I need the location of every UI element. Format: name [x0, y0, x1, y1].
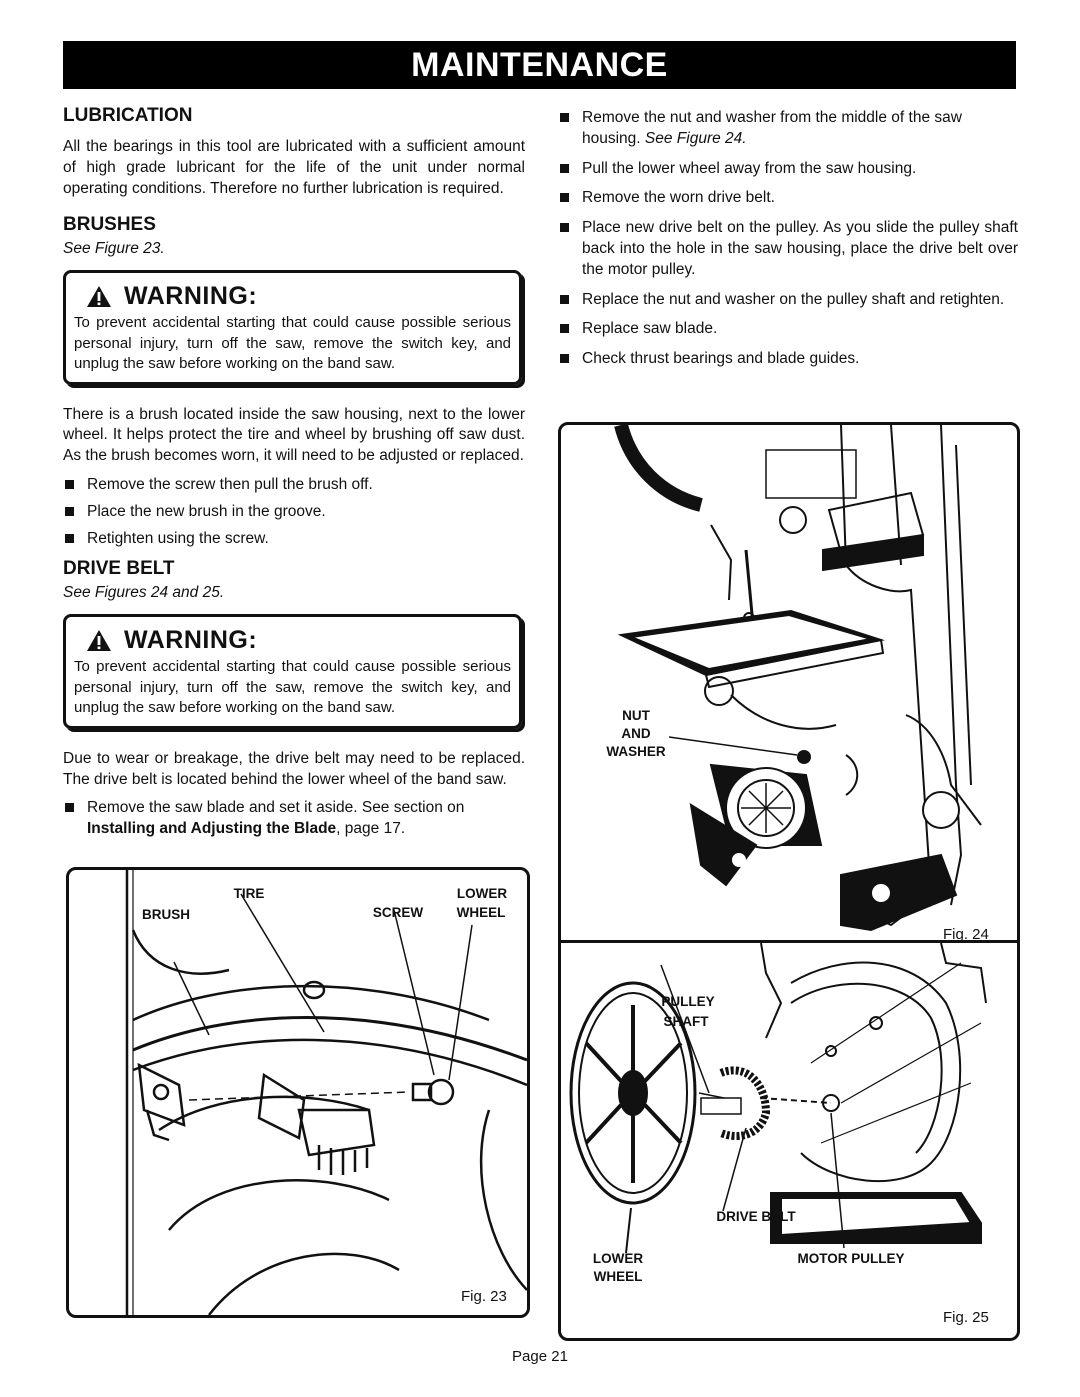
lubrication-heading: LUBRICATION: [63, 105, 193, 126]
brush-diagram: [125, 870, 527, 1315]
brushes-steps: Remove the screw then pull the brush off…: [63, 475, 525, 549]
band-saw-diagram: [614, 425, 982, 932]
list-item: Remove the nut and washer from the middl…: [558, 108, 1018, 150]
screw-label: SCREW: [372, 905, 424, 920]
warning-text: To prevent accidental starting that coul…: [74, 314, 511, 373]
list-item: Remove the worn drive belt.: [558, 188, 1018, 209]
figure-caption: Fig. 24: [943, 926, 989, 943]
right-column: Remove the nut and washer from the middl…: [558, 108, 1018, 370]
figure-25: PULLEY SHAFT DRIVE BELT LOWER WHEEL MOTO…: [558, 940, 1020, 1341]
drive-belt-label: DRIVE BELT: [716, 1209, 796, 1224]
drive-belt-see-figures: See Figures 24 and 25.: [63, 584, 225, 602]
figure-caption: Fig. 25: [943, 1309, 989, 1326]
lower-label: LOWER: [592, 1251, 644, 1266]
nut-label: NUT: [622, 708, 650, 723]
warning-triangle-icon: [87, 285, 111, 307]
drive-belt-steps-right: Remove the nut and washer from the middl…: [558, 108, 1018, 370]
lubrication-text: All the bearings in this tool are lubric…: [63, 138, 525, 197]
brushes-warning-box: WARNING: To prevent accidental starting …: [63, 270, 522, 385]
drive-belt-steps-left: Remove the saw blade and set it aside. S…: [63, 798, 525, 840]
tire-label: TIRE: [233, 886, 265, 901]
warning-text: To prevent accidental starting that coul…: [74, 658, 511, 717]
pulley-label: PULLEY: [661, 994, 715, 1009]
washer-label: WASHER: [606, 744, 666, 759]
brushes-text: There is a brush located inside the saw …: [63, 405, 525, 465]
drive-belt-heading: DRIVE BELT: [63, 558, 175, 580]
page-title: MAINTENANCE: [63, 41, 1016, 89]
figure-23: TIRE LOWER BRUSH SCREW WHEEL Fig. 23: [66, 867, 530, 1318]
wheel-label: WHEEL: [456, 905, 506, 920]
warning-title: WARNING:: [124, 281, 258, 310]
section-reference: Installing and Adjusting the Blade: [87, 820, 337, 838]
list-item: Replace saw blade.: [558, 319, 1018, 340]
list-item: Check thrust bearings and blade guides.: [558, 349, 1018, 370]
brushes-heading: BRUSHES: [63, 214, 156, 236]
drive-belt-warning-box: WARNING: To prevent accidental starting …: [63, 614, 522, 729]
list-item: Place new drive belt on the pulley. As y…: [558, 218, 1018, 280]
list-item: Pull the lower wheel away from the saw h…: [558, 159, 1018, 180]
lower-label: LOWER: [456, 886, 508, 901]
warning-title: WARNING:: [124, 625, 258, 654]
and-label: AND: [621, 726, 651, 741]
left-column: LUBRICATION All the bearings in this too…: [63, 104, 525, 840]
wheel-label: WHEEL: [593, 1269, 643, 1284]
shaft-label: SHAFT: [663, 1014, 709, 1029]
brushes-see-figure: See Figure 23.: [63, 240, 165, 258]
motor-pulley-label: MOTOR PULLEY: [797, 1251, 905, 1266]
brush-label: BRUSH: [141, 907, 190, 922]
page-number: Page 21: [512, 1348, 568, 1365]
drive-belt-text: Due to wear or breakage, the drive belt …: [63, 749, 525, 788]
list-item: Replace the nut and washer on the pulley…: [558, 290, 1018, 311]
list-item: Remove the screw then pull the brush off…: [63, 475, 525, 496]
figure-caption: Fig. 23: [461, 1288, 507, 1305]
list-item: Retighten using the screw.: [63, 529, 525, 550]
list-item: Place the new brush in the groove.: [63, 502, 525, 523]
drive-belt-diagram: [569, 943, 987, 1254]
figure-24: NUT AND WASHER Fig. 24: [558, 422, 1020, 953]
warning-triangle-icon: [87, 629, 111, 651]
list-item: Remove the saw blade and set it aside. S…: [63, 798, 525, 840]
